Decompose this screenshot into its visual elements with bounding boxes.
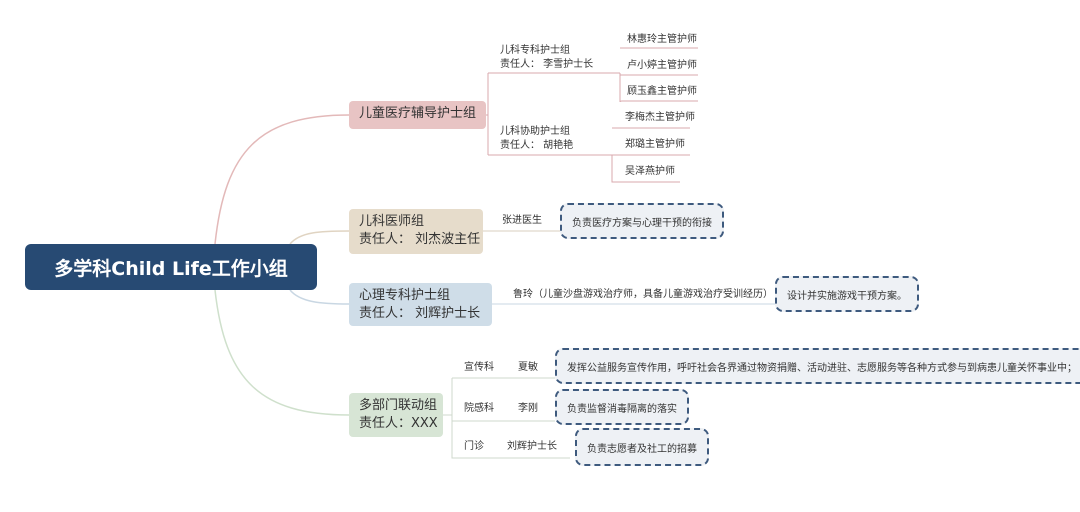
branch-title: 心理专科护士组 — [359, 288, 451, 303]
subgroup-assistant-nurses[interactable]: 儿科协助护士组责任人： 胡艳艳 — [500, 125, 573, 153]
subgroup-lead: 责任人： 李雪护士长 — [500, 59, 594, 70]
branch-lead: 责任人： 刘杰波主任 — [359, 232, 481, 247]
branch-multi-department-group[interactable]: 多部门联动组责任人：XXX — [349, 393, 443, 437]
person-label: 夏敏 — [518, 362, 538, 373]
member-item[interactable]: 李梅杰主管护师 — [625, 112, 695, 123]
member-item[interactable]: 鲁玲（儿童沙盘游戏治疗师，具备儿童游戏治疗受训经历） — [513, 289, 773, 300]
branch-title: 多部门联动组 — [359, 398, 438, 413]
branch-title: 儿童医疗辅导护士组 — [359, 106, 477, 121]
person-label: 刘辉护士长 — [507, 441, 557, 452]
department-label: 门诊 — [464, 441, 484, 452]
member-item[interactable]: 顾玉鑫主管护师 — [627, 86, 697, 97]
branch-title: 儿科医师组 — [359, 214, 425, 229]
note-box[interactable]: 负责医疗方案与心理干预的衔接 — [560, 203, 724, 239]
subgroup-specialist-nurses[interactable]: 儿科专科护士组责任人： 李雪护士长 — [500, 44, 593, 72]
branch-lead: 责任人： 刘辉护士长 — [359, 306, 481, 321]
person-label: 李刚 — [518, 403, 538, 414]
note-box[interactable]: 设计并实施游戏干预方案。 — [775, 276, 919, 312]
root-node[interactable]: 多学科Child Life工作小组 — [25, 244, 317, 290]
member-item[interactable]: 张进医生 — [502, 215, 542, 226]
branch-lead: 责任人：XXX — [359, 416, 438, 431]
note-box[interactable]: 负责监督消毒隔离的落实 — [555, 389, 689, 425]
subgroup-name: 儿科协助护士组 — [500, 126, 570, 137]
member-item[interactable]: 卢小婷主管护师 — [627, 60, 697, 71]
department-label: 院感科 — [464, 403, 494, 414]
note-box[interactable]: 负责志愿者及社工的招募 — [575, 428, 709, 466]
subgroup-name: 儿科专科护士组 — [500, 45, 570, 56]
branch-psych-nursing-group[interactable]: 心理专科护士组责任人： 刘辉护士长 — [349, 283, 492, 326]
member-item[interactable]: 郑璐主管护师 — [625, 139, 685, 150]
member-item[interactable]: 林惠玲主管护师 — [627, 34, 697, 45]
note-box[interactable]: 发挥公益服务宣传作用，呼吁社会各界通过物资捐赠、活动进驻、志愿服务等各种方式参与… — [555, 348, 1080, 384]
subgroup-lead: 责任人： 胡艳艳 — [500, 140, 574, 151]
branch-pediatrician-group[interactable]: 儿科医师组责任人： 刘杰波主任 — [349, 209, 483, 254]
branch-pediatric-nursing-aide-group[interactable]: 儿童医疗辅导护士组 — [349, 101, 487, 129]
member-item[interactable]: 吴泽燕护师 — [625, 166, 675, 177]
department-label: 宣传科 — [464, 362, 494, 373]
